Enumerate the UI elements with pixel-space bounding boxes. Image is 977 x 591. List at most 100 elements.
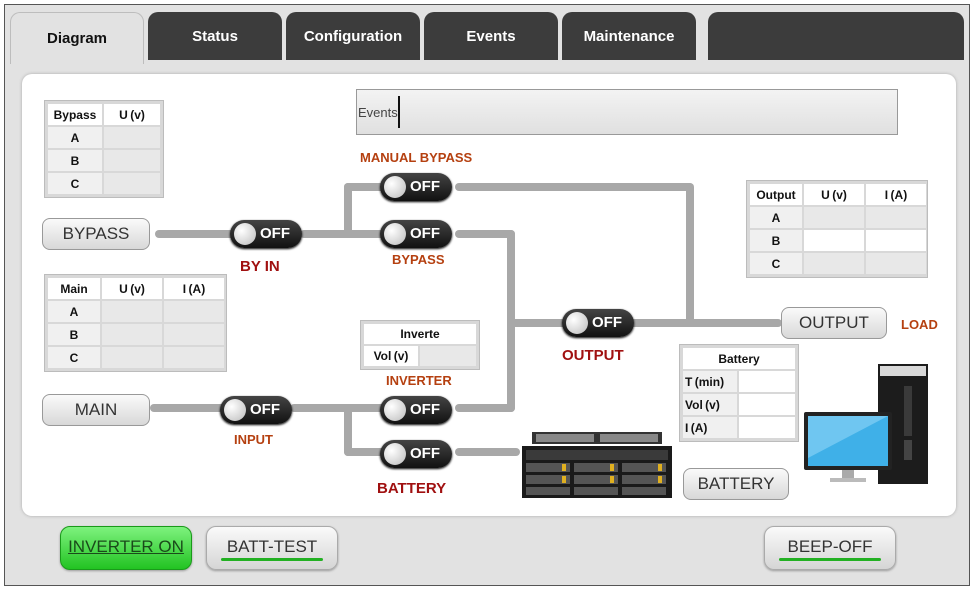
row-label: A [48, 127, 102, 148]
tab-maintenance[interactable]: Maintenance [562, 12, 696, 60]
batt-test-label: BATT-TEST [226, 537, 318, 556]
wire [290, 404, 390, 412]
wire [344, 448, 390, 456]
value-cell [739, 394, 795, 415]
batt-test-button[interactable]: BATT-TEST [206, 526, 338, 570]
manual-bypass-switch[interactable]: OFF [380, 173, 452, 201]
battery-rack-icon [522, 430, 672, 500]
value-cell [104, 127, 160, 148]
events-field[interactable]: Events [356, 89, 898, 135]
output-switch[interactable]: OFF [562, 309, 634, 337]
main-table-header: I (A) [164, 278, 224, 299]
value-cell [420, 346, 476, 366]
switch-state: OFF [410, 401, 440, 418]
inverter-on-button[interactable]: INVERTER ON [60, 526, 192, 570]
row-label: I (A) [683, 417, 737, 438]
row-label: C [750, 253, 802, 274]
battery-table-header: Battery [683, 348, 795, 369]
switch-state: OFF [410, 225, 440, 242]
output-table-header: Output [750, 184, 802, 205]
beep-off-button[interactable]: BEEP-OFF [764, 526, 896, 570]
bypass-button[interactable]: BYPASS [42, 218, 150, 250]
battery-button[interactable]: BATTERY [683, 468, 789, 500]
by-in-switch[interactable]: OFF [230, 220, 302, 248]
value-cell [164, 324, 224, 345]
main-table-header: Main [48, 278, 100, 299]
value-cell [739, 417, 795, 438]
output-label: OUTPUT [562, 347, 624, 364]
load-label: LOAD [901, 317, 938, 332]
computer-icon [804, 362, 934, 488]
value-cell [804, 230, 864, 251]
value-cell [104, 173, 160, 194]
inverter-table-header: Inverte [364, 324, 476, 344]
switch-knob [384, 176, 406, 198]
by-in-label: BY IN [240, 258, 280, 275]
inverter-label: INVERTER [386, 373, 452, 388]
value-cell [102, 301, 162, 322]
value-cell [164, 301, 224, 322]
switch-knob [384, 223, 406, 245]
wire [686, 183, 694, 325]
output-button[interactable]: OUTPUT [781, 307, 887, 339]
bypass-table-header: U (v) [104, 104, 160, 125]
row-label: Vol (v) [364, 346, 418, 366]
tab-empty [708, 12, 964, 60]
manual-bypass-label: MANUAL BYPASS [360, 150, 473, 165]
row-label: Vol (v) [683, 394, 737, 415]
value-cell [164, 347, 224, 368]
value-cell [866, 207, 926, 228]
input-switch[interactable]: OFF [220, 396, 292, 424]
switch-state: OFF [592, 314, 622, 331]
value-cell [739, 371, 795, 392]
bypass-label: BYPASS [392, 252, 445, 267]
switch-knob [384, 443, 406, 465]
row-label: C [48, 173, 102, 194]
bypass-table: Bypass U (v) A B C [44, 100, 164, 198]
wire [455, 183, 693, 191]
main-table: Main U (v) I (A) A B C [44, 274, 227, 372]
wire [155, 230, 240, 238]
wire [344, 183, 352, 238]
row-label: C [48, 347, 100, 368]
wire [455, 230, 515, 238]
inverter-switch[interactable]: OFF [380, 396, 452, 424]
battery-switch[interactable]: OFF [380, 440, 452, 468]
status-underline [779, 558, 881, 561]
value-cell [104, 150, 160, 171]
inverter-table: Inverte Vol (v) [360, 320, 480, 370]
switch-state: OFF [260, 225, 290, 242]
bypass-table-header: Bypass [48, 104, 102, 125]
switch-knob [234, 223, 256, 245]
output-table-header: I (A) [866, 184, 926, 205]
tab-events[interactable]: Events [424, 12, 558, 60]
output-table-header: U (v) [804, 184, 864, 205]
main-button[interactable]: MAIN [42, 394, 150, 426]
row-label: B [48, 150, 102, 171]
wire [455, 448, 520, 456]
tab-status[interactable]: Status [148, 12, 282, 60]
row-label: A [48, 301, 100, 322]
tab-diagram[interactable]: Diagram [10, 12, 144, 64]
wire [344, 183, 390, 191]
switch-knob [566, 312, 588, 334]
main-table-header: U (v) [102, 278, 162, 299]
inverter-on-label: INVERTER ON [68, 537, 184, 556]
tab-configuration[interactable]: Configuration [286, 12, 420, 60]
value-cell [102, 324, 162, 345]
switch-state: OFF [410, 178, 440, 195]
row-label: B [48, 324, 100, 345]
bypass-switch[interactable]: OFF [380, 220, 452, 248]
switch-knob [224, 399, 246, 421]
status-underline [221, 558, 323, 561]
value-cell [866, 230, 926, 251]
row-label: A [750, 207, 802, 228]
value-cell [102, 347, 162, 368]
row-label: B [750, 230, 802, 251]
value-cell [804, 207, 864, 228]
battery-table: Battery T (min) Vol (v) I (A) [679, 344, 799, 442]
row-label: T (min) [683, 371, 737, 392]
input-label: INPUT [234, 432, 273, 447]
value-cell [804, 253, 864, 274]
switch-knob [384, 399, 406, 421]
